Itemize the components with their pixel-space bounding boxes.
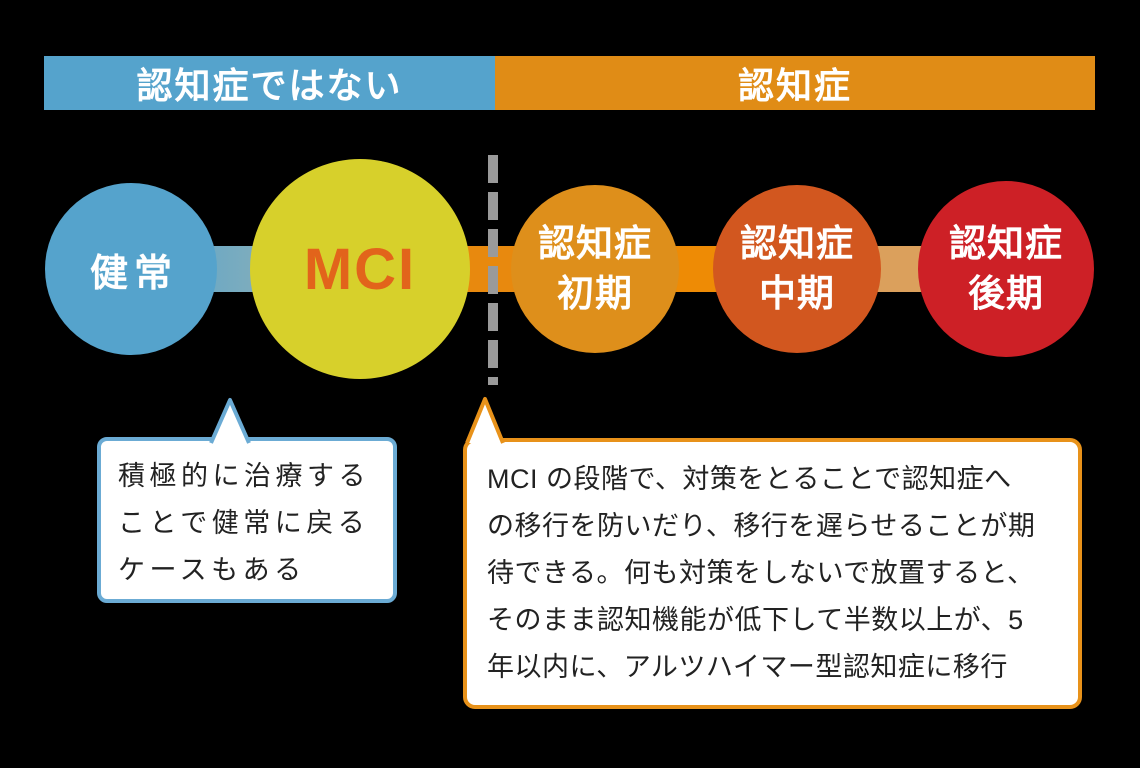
- callout-recovery-line: ケースもある: [118, 555, 306, 585]
- stage-circle-mci: MCI: [250, 159, 470, 379]
- stage-circle-mci-label: MCI: [303, 236, 417, 302]
- stage-circle-dementia-late: 認知症 後期: [918, 181, 1094, 357]
- stage-circle-dementia-early-line2: 初期: [557, 273, 633, 314]
- stage-circle-dementia-early-line1: 認知症: [538, 223, 652, 264]
- stage-circle-dementia-middle-line1: 認知症: [740, 223, 854, 264]
- callout-mci-line: 待できる。何も対策をしないで放置すると、: [487, 558, 1035, 588]
- callout-mci-pointer-icon: [465, 397, 505, 444]
- callout-recovery-line: 積極的に治療する: [118, 461, 370, 491]
- callout-recovery-pointer-icon: [209, 398, 251, 444]
- callout-mci-line: 年以内に、アルツハイマー型認知症に移行: [487, 652, 1008, 682]
- stage-circle-healthy-label: 健常: [89, 252, 178, 295]
- callout-recovery-line: ことで健常に戻る: [118, 508, 370, 538]
- callout-mci-line: の移行を防いだり、移行を遅らせることが期: [487, 511, 1036, 541]
- callout-mci-countermeasure-note: MCI の段階で、対策をとることで認知症へ の移行を防いだり、移行を遅らせること…: [463, 438, 1082, 709]
- header-band-dementia-label: 認知症: [737, 65, 852, 106]
- callout-mci-line: そのまま認知機能が低下して半数以上が、5: [487, 605, 1024, 635]
- header-band-not-dementia: 認知症ではない: [44, 56, 495, 110]
- header-band-not-dementia-label: 認知症ではない: [136, 65, 403, 106]
- stage-circle-dementia-early: 認知症 初期: [511, 185, 679, 353]
- stage-circle-healthy: 健常: [45, 183, 217, 355]
- stage-circle-dementia-late-line1: 認知症: [949, 223, 1063, 264]
- callout-recovery-note: 積極的に治療する ことで健常に戻る ケースもある: [97, 437, 397, 603]
- callout-mci-line: MCI の段階で、対策をとることで認知症へ: [487, 464, 1012, 494]
- header-band-dementia: 認知症: [495, 56, 1095, 110]
- stage-circle-dementia-late-line2: 後期: [968, 273, 1044, 314]
- dementia-boundary-dashed-line: [488, 155, 498, 385]
- stage-circle-dementia-middle-line2: 中期: [759, 273, 835, 314]
- stage-circle-dementia-middle: 認知症 中期: [713, 185, 881, 353]
